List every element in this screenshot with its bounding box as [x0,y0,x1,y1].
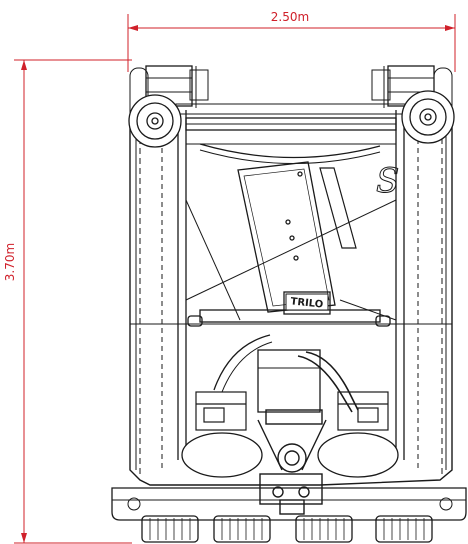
brand-plate: TRILO [285,293,329,311]
brand-plate-text: TRILO [290,296,324,310]
right-mower-drum [317,432,399,478]
right-lower-bracket [337,391,389,431]
top-hood [199,143,381,159]
side-slot [319,167,357,249]
height-dimension-label: 3.70m [3,243,17,281]
central-panel [237,161,336,313]
left-top-wheel [128,94,182,148]
right-top-wheel [401,90,455,144]
tyre-3 [295,515,353,543]
left-lower-bracket [195,391,247,431]
left-mower-drum [181,432,263,478]
tyre-1 [141,515,199,543]
machine-drawing [111,65,467,543]
side-logo: S [376,161,399,201]
central-hitch [257,409,327,515]
tyre-4 [375,515,433,543]
width-dimension [127,14,456,72]
outer-frame [129,120,453,486]
tyre-2 [213,515,271,543]
gearbox-housing [257,349,321,413]
bottom-bumper [111,487,467,521]
width-dimension-label: 2.50m [271,10,309,24]
height-dimension [14,59,132,544]
